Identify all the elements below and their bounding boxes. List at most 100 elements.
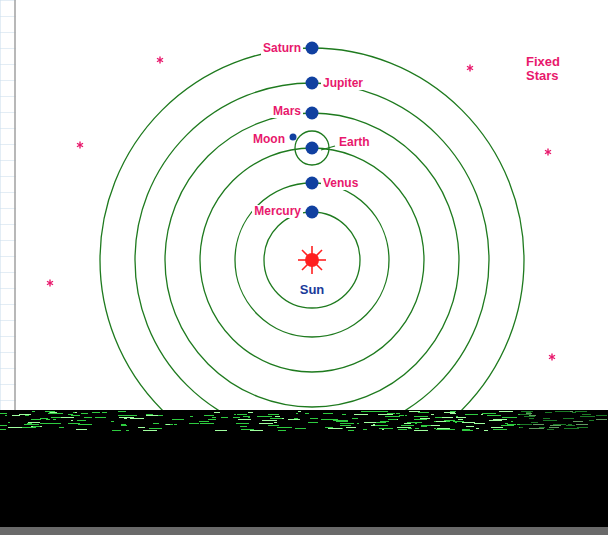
noise-dash bbox=[111, 421, 114, 422]
noise-dash bbox=[505, 423, 508, 424]
noise-dash bbox=[262, 420, 277, 421]
noise-dash bbox=[172, 419, 184, 420]
noise-dash bbox=[71, 415, 78, 416]
panel-edge bbox=[14, 0, 16, 410]
noise-dash bbox=[236, 423, 249, 424]
noise-dash bbox=[259, 423, 273, 424]
noise-dash bbox=[511, 421, 513, 422]
noise-dash bbox=[248, 412, 253, 413]
noise-dash bbox=[420, 416, 428, 417]
noise-dash bbox=[456, 416, 458, 417]
noise-dash bbox=[493, 419, 507, 420]
noise-dash bbox=[61, 417, 74, 418]
noise-dash bbox=[462, 430, 473, 431]
star-stroke bbox=[47, 281, 53, 285]
noise-dash bbox=[22, 427, 36, 428]
noise-dash bbox=[241, 429, 254, 430]
noise-dash bbox=[323, 413, 333, 414]
noise-dash bbox=[215, 430, 227, 431]
noise-dash bbox=[378, 414, 393, 415]
noise-dash bbox=[146, 415, 158, 416]
noise-dash bbox=[499, 411, 513, 412]
planet-label: Mercury bbox=[252, 205, 303, 218]
noise-dash bbox=[5, 415, 7, 416]
noise-dash bbox=[84, 417, 92, 418]
noise-dash bbox=[415, 423, 417, 424]
noise-dash bbox=[436, 421, 446, 422]
noise-dash bbox=[405, 415, 407, 416]
noise-dash bbox=[340, 423, 354, 424]
noise-dash bbox=[431, 414, 434, 415]
planet-label: Venus bbox=[321, 177, 360, 190]
noise-dash bbox=[138, 427, 145, 428]
noise-dash bbox=[118, 411, 126, 412]
noise-dash bbox=[234, 414, 236, 415]
noise-dash bbox=[462, 429, 470, 430]
noise-dash bbox=[415, 428, 419, 429]
noise-dash bbox=[240, 426, 247, 427]
noise-dash bbox=[388, 419, 397, 420]
noise-dash bbox=[399, 415, 404, 416]
noise-dash bbox=[396, 413, 400, 414]
noise-dash bbox=[375, 411, 388, 412]
noise-dash bbox=[238, 419, 251, 420]
noise-dash bbox=[456, 417, 466, 418]
noise-dash bbox=[466, 426, 474, 427]
noise-dash bbox=[200, 423, 214, 424]
noise-dash bbox=[502, 417, 517, 418]
noise-dash bbox=[257, 416, 272, 417]
star-stroke bbox=[545, 150, 551, 154]
noise-dash bbox=[465, 414, 478, 415]
planet-dots bbox=[290, 42, 319, 219]
noise-dash bbox=[346, 427, 356, 428]
noise-dash bbox=[124, 418, 127, 419]
star-stroke bbox=[157, 58, 163, 62]
noise-dash bbox=[45, 411, 55, 412]
noise-dash bbox=[41, 423, 55, 424]
noise-dash bbox=[474, 423, 485, 424]
noise-dash bbox=[278, 430, 286, 431]
noise-dash bbox=[174, 424, 177, 425]
stars-label: Fixed Stars bbox=[524, 55, 576, 83]
noise-dash bbox=[310, 418, 318, 419]
noise-dash bbox=[268, 425, 279, 426]
noise-dash bbox=[371, 425, 375, 426]
noise-dash bbox=[12, 415, 20, 416]
planet-label: Mars bbox=[271, 105, 303, 118]
sun-symbol bbox=[298, 246, 326, 274]
noise-dash bbox=[50, 412, 57, 413]
noise-dash bbox=[484, 430, 488, 431]
noise-dash bbox=[75, 412, 77, 413]
noise-dash bbox=[237, 414, 247, 415]
noise-dash bbox=[166, 424, 170, 425]
noise-dash bbox=[53, 419, 56, 420]
noise-dash bbox=[51, 413, 63, 414]
noise-dash bbox=[414, 419, 427, 420]
noise-dash bbox=[275, 416, 280, 417]
noise-dash bbox=[112, 430, 121, 431]
green-noise bbox=[0, 411, 607, 431]
noise-dash bbox=[33, 426, 40, 427]
planet-label: Jupiter bbox=[321, 77, 365, 90]
moon-label: Moon bbox=[251, 133, 287, 146]
noise-dash bbox=[221, 417, 228, 418]
noise-dash bbox=[250, 430, 263, 431]
noise-dash bbox=[409, 411, 420, 412]
noise-dash bbox=[507, 424, 516, 425]
noise-dash bbox=[233, 417, 240, 418]
noise-dash bbox=[68, 414, 73, 415]
noise-dash bbox=[354, 414, 368, 415]
noise-dash bbox=[24, 424, 39, 425]
noise-dash bbox=[379, 428, 393, 429]
noise-dash bbox=[408, 428, 412, 429]
planet-label: Earth bbox=[337, 136, 372, 149]
noise-dash bbox=[143, 430, 157, 431]
noise-dash bbox=[401, 425, 414, 426]
noise-dash bbox=[444, 420, 455, 421]
noise-dash bbox=[420, 418, 430, 419]
noise-dash bbox=[380, 421, 389, 422]
noise-dash bbox=[190, 416, 193, 417]
noise-dash bbox=[437, 428, 450, 429]
noise-dash bbox=[446, 429, 455, 430]
